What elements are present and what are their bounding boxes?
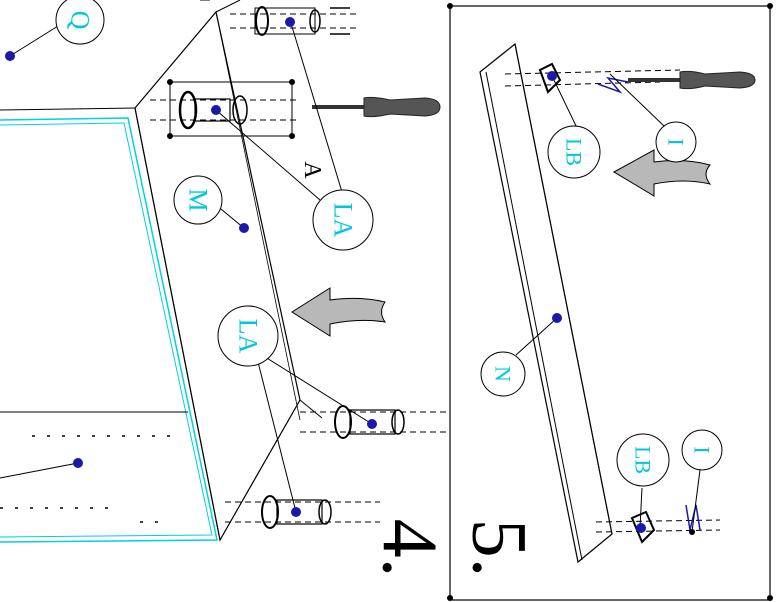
label-bubble-lb-top: [547, 125, 601, 179]
step-number-5: 5.: [457, 519, 544, 578]
board-n: [479, 42, 613, 564]
cam-lock-icon: [225, 495, 380, 529]
step-number-4: 4.: [367, 519, 454, 578]
screwdriver-icon: [312, 96, 441, 118]
label-m: M: [184, 188, 213, 211]
marker-la-bottom-1: [367, 419, 377, 429]
label-n: N: [491, 366, 516, 382]
cam-lock-icon: [230, 6, 360, 36]
marker-shelf: [73, 458, 83, 468]
marker-q: [5, 51, 15, 61]
marker-m: [239, 223, 249, 233]
marker-la-top-1: [211, 105, 221, 115]
cam-lock-icon: [300, 405, 450, 439]
label-la-bottom: LA: [234, 319, 263, 354]
cam-lock-icon: [595, 510, 721, 544]
label-bubble-m: [173, 175, 223, 225]
step-5-panel: LB I N LB I 5.: [447, 3, 773, 601]
marker-i-bottom: [689, 529, 695, 535]
label-bubble-i-top: [655, 121, 697, 163]
cabinet-edge-cyan: [0, 117, 218, 543]
label-q: Q: [66, 11, 95, 30]
label-bubble-la-top: [312, 189, 374, 251]
marker-lb-top: [547, 71, 557, 81]
label-la-top: LA: [329, 203, 358, 238]
label-bubble-la-bottom: [217, 305, 279, 367]
side-panel-outline: [134, 10, 301, 542]
cabinet-edge-cyan-inner: [0, 122, 213, 538]
step-4-panel: Q M LA A LA 4.: [0, 0, 454, 577]
screwdriver-icon: [628, 70, 756, 90]
marker-n: [552, 313, 562, 323]
marker-la-bottom-2: [291, 507, 301, 517]
insert-arrow-icon: [291, 287, 387, 337]
label-bubble-lb-bottom: [616, 433, 670, 487]
cam-lock-icon: [150, 79, 300, 139]
label-bubble-n: [480, 351, 526, 397]
label-a: A: [299, 161, 325, 179]
marker-lb-bottom: [636, 523, 646, 533]
marker-la-top-2: [285, 17, 295, 27]
step-5-frame: [449, 5, 771, 601]
label-i-bottom: I: [690, 446, 715, 453]
label-bubble-q: [55, 0, 105, 45]
cam-lock-icon: [504, 62, 681, 94]
label-lb-bottom: LB: [631, 446, 656, 474]
label-lb-top: LB: [562, 138, 587, 166]
label-i-top: I: [664, 138, 689, 145]
label-bubble-i-bottom: [681, 429, 723, 471]
